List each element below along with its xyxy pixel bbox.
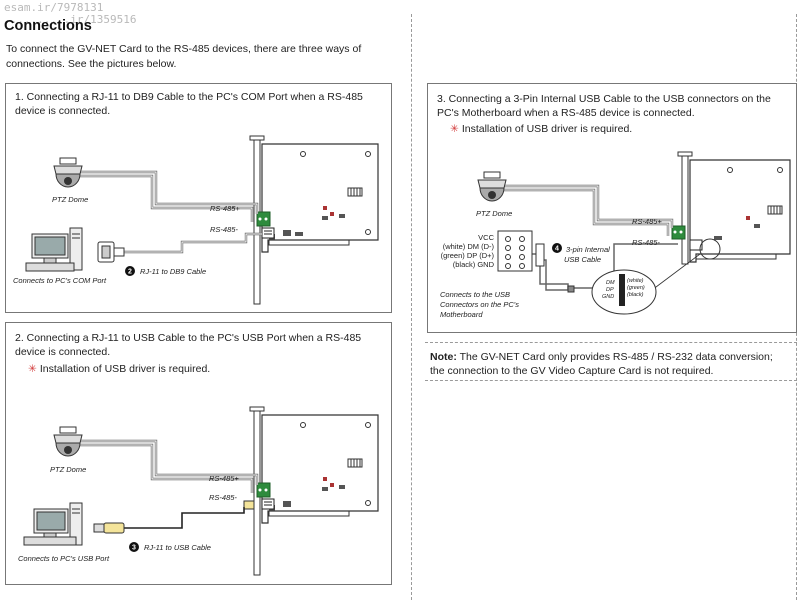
- panel-1-heading: 1. Connecting a RJ-11 to DB9 Cable to th…: [15, 91, 363, 117]
- rj11-port: [261, 498, 275, 510]
- zoom-dp-label: DP: [606, 287, 614, 293]
- rs485-minus-label: RS-485-: [209, 493, 237, 502]
- asterisk-icon: ✳: [28, 363, 37, 375]
- rs485-plus-label: RS-485+: [210, 204, 240, 213]
- rs485-terminal: [671, 225, 686, 240]
- motherboard-label-line-3: Motherboard: [440, 310, 483, 319]
- usb-pin-header: [497, 230, 545, 272]
- rs485-minus-label: RS-485-: [632, 238, 660, 247]
- column-divider: [411, 14, 412, 600]
- rs485-plus-label: RS-485+: [209, 474, 239, 483]
- ptz-dome-label: PTZ Dome: [476, 209, 512, 218]
- panel-2-heading: 2. Connecting a RJ-11 to USB Cable to th…: [15, 332, 362, 358]
- motherboard-label-line-2: Connectors on the PC's: [440, 300, 519, 309]
- watermark-line-1: esam.ir/7978131: [4, 1, 104, 14]
- ptz-dome-icon: [53, 426, 83, 457]
- rs485-terminal: [256, 211, 271, 227]
- pin-dp-label: (green) DP (D+): [441, 251, 495, 260]
- badge-2: [125, 266, 135, 276]
- ptz-dome-label: PTZ Dome: [52, 195, 88, 204]
- gv-net-card: [261, 414, 379, 524]
- pin-dm-label: (white) DM (D-): [443, 242, 495, 251]
- zoom-gnd-label: GND: [602, 294, 614, 300]
- ptz-dome-icon: [477, 171, 507, 202]
- cable-label: RJ-11 to USB Cable: [144, 543, 211, 552]
- zoom-source-circle: [699, 238, 721, 260]
- zoom-black-label: (black): [627, 292, 644, 298]
- intro-text: To connect the GV-NET Card to the RS-485…: [6, 43, 362, 70]
- pc-label: Connects to PC's USB Port: [18, 554, 110, 563]
- rs485-minus-label: RS-485-: [210, 225, 238, 234]
- panel-3-heading: 3. Connecting a 3-Pin Internal USB Cable…: [437, 93, 771, 119]
- badge-2-number: 2: [128, 269, 132, 276]
- panel-2-requirement: ✳Installation of USB driver is required.: [28, 363, 211, 375]
- badge-3: [129, 542, 139, 552]
- cable-label-line-2: USB Cable: [564, 255, 601, 264]
- pc-icon: [23, 502, 83, 546]
- badge-4: [552, 243, 562, 253]
- badge-4-number: 4: [555, 246, 559, 253]
- ptz-dome-icon: [53, 157, 83, 188]
- panel-usb-port: 2. Connecting a RJ-11 to USB Cable to th…: [5, 322, 392, 585]
- cable-label-line-1: 3-pin Internal: [566, 245, 610, 254]
- pin-vcc-label: VCC: [478, 233, 494, 242]
- panel-motherboard-usb: 3. Connecting a 3-Pin Internal USB Cable…: [427, 83, 797, 333]
- badge-3-number: 3: [132, 545, 136, 552]
- asterisk-icon: ✳: [450, 123, 459, 135]
- note-top-rule: [425, 342, 797, 343]
- diagram-com-port: 2 PTZ Dome RS-485+ RS-485- RJ-11 to DB9 …: [13, 135, 379, 305]
- page-title: Connections: [4, 18, 92, 34]
- pc-icon: [25, 227, 83, 272]
- watermark: esam.ir/7978131 ..........ir/1359516: [4, 1, 136, 26]
- zoom-green-label: (green): [627, 285, 645, 291]
- usb-plug-icon: [93, 522, 125, 534]
- note-body: The GV-NET Card only provides RS-485 / R…: [430, 351, 773, 377]
- panel-3-requirement: ✳Installation of USB driver is required.: [450, 123, 633, 135]
- rs485-plus-label: RS-485+: [632, 217, 662, 226]
- diagram-usb-port: 3 PTZ Dome RS-485+ RS-485- RJ-11 to USB …: [18, 406, 379, 576]
- note-label: Note:: [430, 351, 457, 363]
- rj11-port: [689, 239, 703, 251]
- connector-zoom-detail: DM DP GND (white) (green) (black): [591, 269, 657, 315]
- ptz-dome-label: PTZ Dome: [50, 465, 86, 474]
- zoom-white-label: (white): [627, 278, 644, 284]
- motherboard-label-line-1: Connects to the USB: [440, 290, 510, 299]
- note-bottom-rule: [425, 380, 797, 381]
- rj11-port: [261, 227, 275, 239]
- db9-connector-icon: [97, 241, 125, 263]
- gv-net-card: [689, 159, 791, 263]
- note-text: Note: The GV-NET Card only provides RS-4…: [430, 350, 790, 378]
- panel-com-port: 1. Connecting a RJ-11 to DB9 Cable to th…: [5, 83, 392, 313]
- diagram-motherboard-usb: DM DP GND (white) (green) (black) 4 PTZ …: [440, 151, 791, 319]
- pc-label: Connects to PC's COM Port: [13, 276, 107, 285]
- rs485-terminal: [256, 482, 271, 498]
- gv-net-card: [261, 143, 379, 253]
- watermark-line-2: ..........ir/1359516: [4, 13, 137, 26]
- zoom-dm-label: DM: [606, 280, 615, 286]
- pin-gnd-label: (black) GND: [453, 260, 495, 269]
- cable-label: RJ-11 to DB9 Cable: [140, 267, 206, 276]
